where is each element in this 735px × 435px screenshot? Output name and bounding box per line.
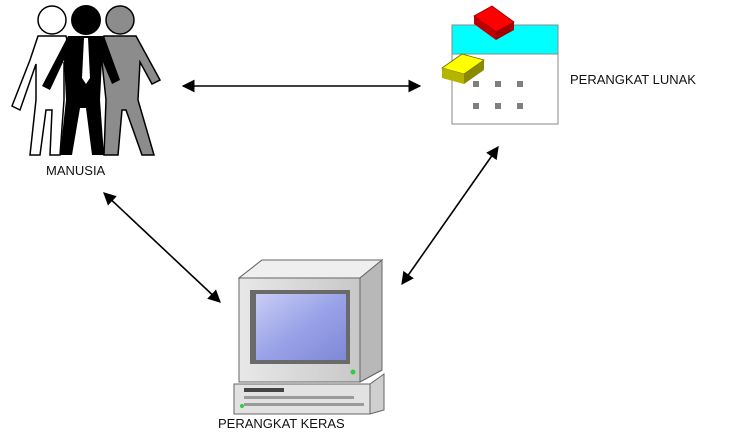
people-group-icon bbox=[11, 5, 162, 156]
arrow-lunak-keras bbox=[401, 145, 499, 286]
arrow-manusia-keras bbox=[103, 192, 221, 303]
person-black bbox=[42, 5, 120, 155]
window-dots bbox=[473, 81, 523, 109]
yellow-block bbox=[441, 53, 485, 84]
hardware-label: PERANGKAT KERAS bbox=[218, 416, 345, 431]
power-led bbox=[350, 369, 356, 375]
software-label: PERANGKAT LUNAK bbox=[570, 72, 696, 87]
person-gray bbox=[101, 5, 162, 156]
people-label: MANUSIA bbox=[46, 163, 106, 178]
connections bbox=[103, 79, 499, 303]
software-window-icon bbox=[441, 5, 559, 125]
monitor-screen bbox=[256, 294, 346, 360]
desktop-computer-icon bbox=[233, 258, 385, 415]
red-block bbox=[473, 5, 515, 40]
